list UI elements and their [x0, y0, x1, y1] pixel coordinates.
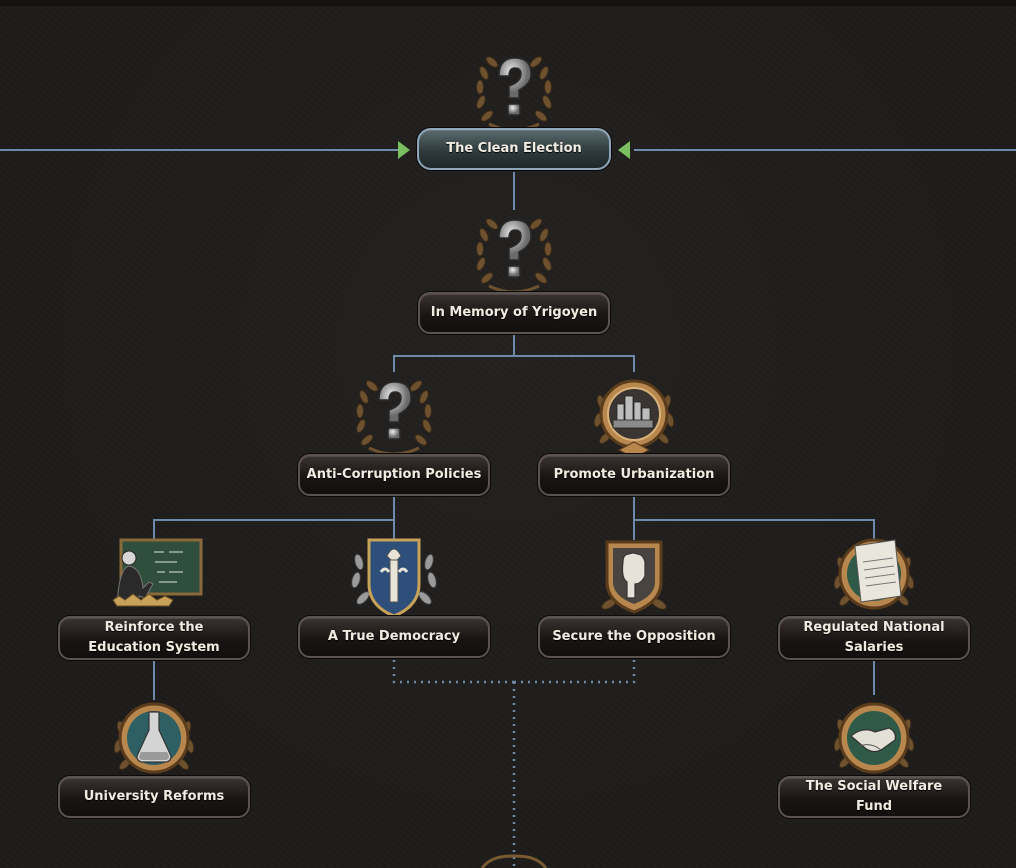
- focus-label: The Social Welfare Fund: [805, 779, 943, 814]
- unknown-question-icon: [339, 368, 449, 468]
- focus-label: Promote Urbanization: [553, 467, 715, 482]
- focus-label-plate[interactable]: Secure the Opposition: [538, 616, 730, 658]
- focus-label: Reinforce the Education System: [88, 620, 220, 655]
- raised-fist-icon: [579, 532, 689, 632]
- dotted-connector-right: [514, 660, 636, 684]
- handshake-icon: [819, 692, 929, 792]
- focus-label: Regulated National Salaries: [803, 620, 945, 655]
- focus-regulated-national-salaries[interactable]: Regulated National Salaries: [774, 530, 974, 660]
- focus-label-plate[interactable]: Anti-Corruption Policies: [298, 454, 490, 496]
- focus-label-plate[interactable]: Regulated National Salaries: [778, 616, 970, 660]
- focus-a-true-democracy[interactable]: A True Democracy: [294, 532, 494, 662]
- focus-label-plate[interactable]: The Clean Election: [417, 128, 611, 170]
- focus-label-plate[interactable]: University Reforms: [58, 776, 250, 818]
- focus-label-plate[interactable]: Promote Urbanization: [538, 454, 730, 496]
- focus-clean-election[interactable]: The Clean Election: [414, 44, 614, 174]
- focus-label: University Reforms: [83, 789, 225, 804]
- focus-label: The Clean Election: [446, 141, 582, 156]
- top-edge-bar: [0, 0, 1016, 6]
- city-icon: [579, 368, 689, 468]
- connector-urbanization-split: [633, 519, 875, 540]
- focus-reinforce-education-system[interactable]: Reinforce the Education System: [54, 536, 254, 666]
- document-icon: [819, 530, 929, 630]
- unknown-question-icon: [459, 44, 569, 144]
- focus-label: Secure the Opposition: [552, 629, 716, 644]
- focus-label: Anti-Corruption Policies: [306, 467, 482, 482]
- focus-promote-urbanization[interactable]: Promote Urbanization: [534, 368, 734, 498]
- focus-label: In Memory of Yrigoyen: [430, 305, 598, 320]
- focus-social-welfare-fund[interactable]: The Social Welfare Fund: [774, 692, 974, 822]
- focus-anti-corruption-policies[interactable]: Anti-Corruption Policies: [294, 368, 494, 498]
- partial-focus-icon-bottom: [480, 854, 548, 868]
- connector-anticorruption-split: [153, 519, 395, 540]
- focus-label: A True Democracy: [327, 629, 461, 644]
- teacher-blackboard-icon: [99, 536, 209, 636]
- arrow-left-icon: [618, 141, 630, 159]
- focus-label-plate[interactable]: In Memory of Yrigoyen: [418, 292, 610, 334]
- focus-label-plate[interactable]: Reinforce the Education System: [58, 616, 250, 660]
- torch-icon: [339, 532, 449, 632]
- unknown-question-icon: [459, 206, 569, 306]
- focus-in-memory-of-yrigoyen[interactable]: In Memory of Yrigoyen: [414, 206, 614, 336]
- arrow-right-icon: [398, 141, 410, 159]
- dotted-connector-left: [392, 660, 514, 684]
- focus-secure-the-opposition[interactable]: Secure the Opposition: [534, 532, 734, 662]
- focus-university-reforms[interactable]: University Reforms: [54, 694, 254, 824]
- connector-memory-split: [393, 355, 635, 372]
- focus-label-plate[interactable]: The Social Welfare Fund: [778, 776, 970, 818]
- focus-label-plate[interactable]: A True Democracy: [298, 616, 490, 658]
- flask-icon: [99, 694, 209, 794]
